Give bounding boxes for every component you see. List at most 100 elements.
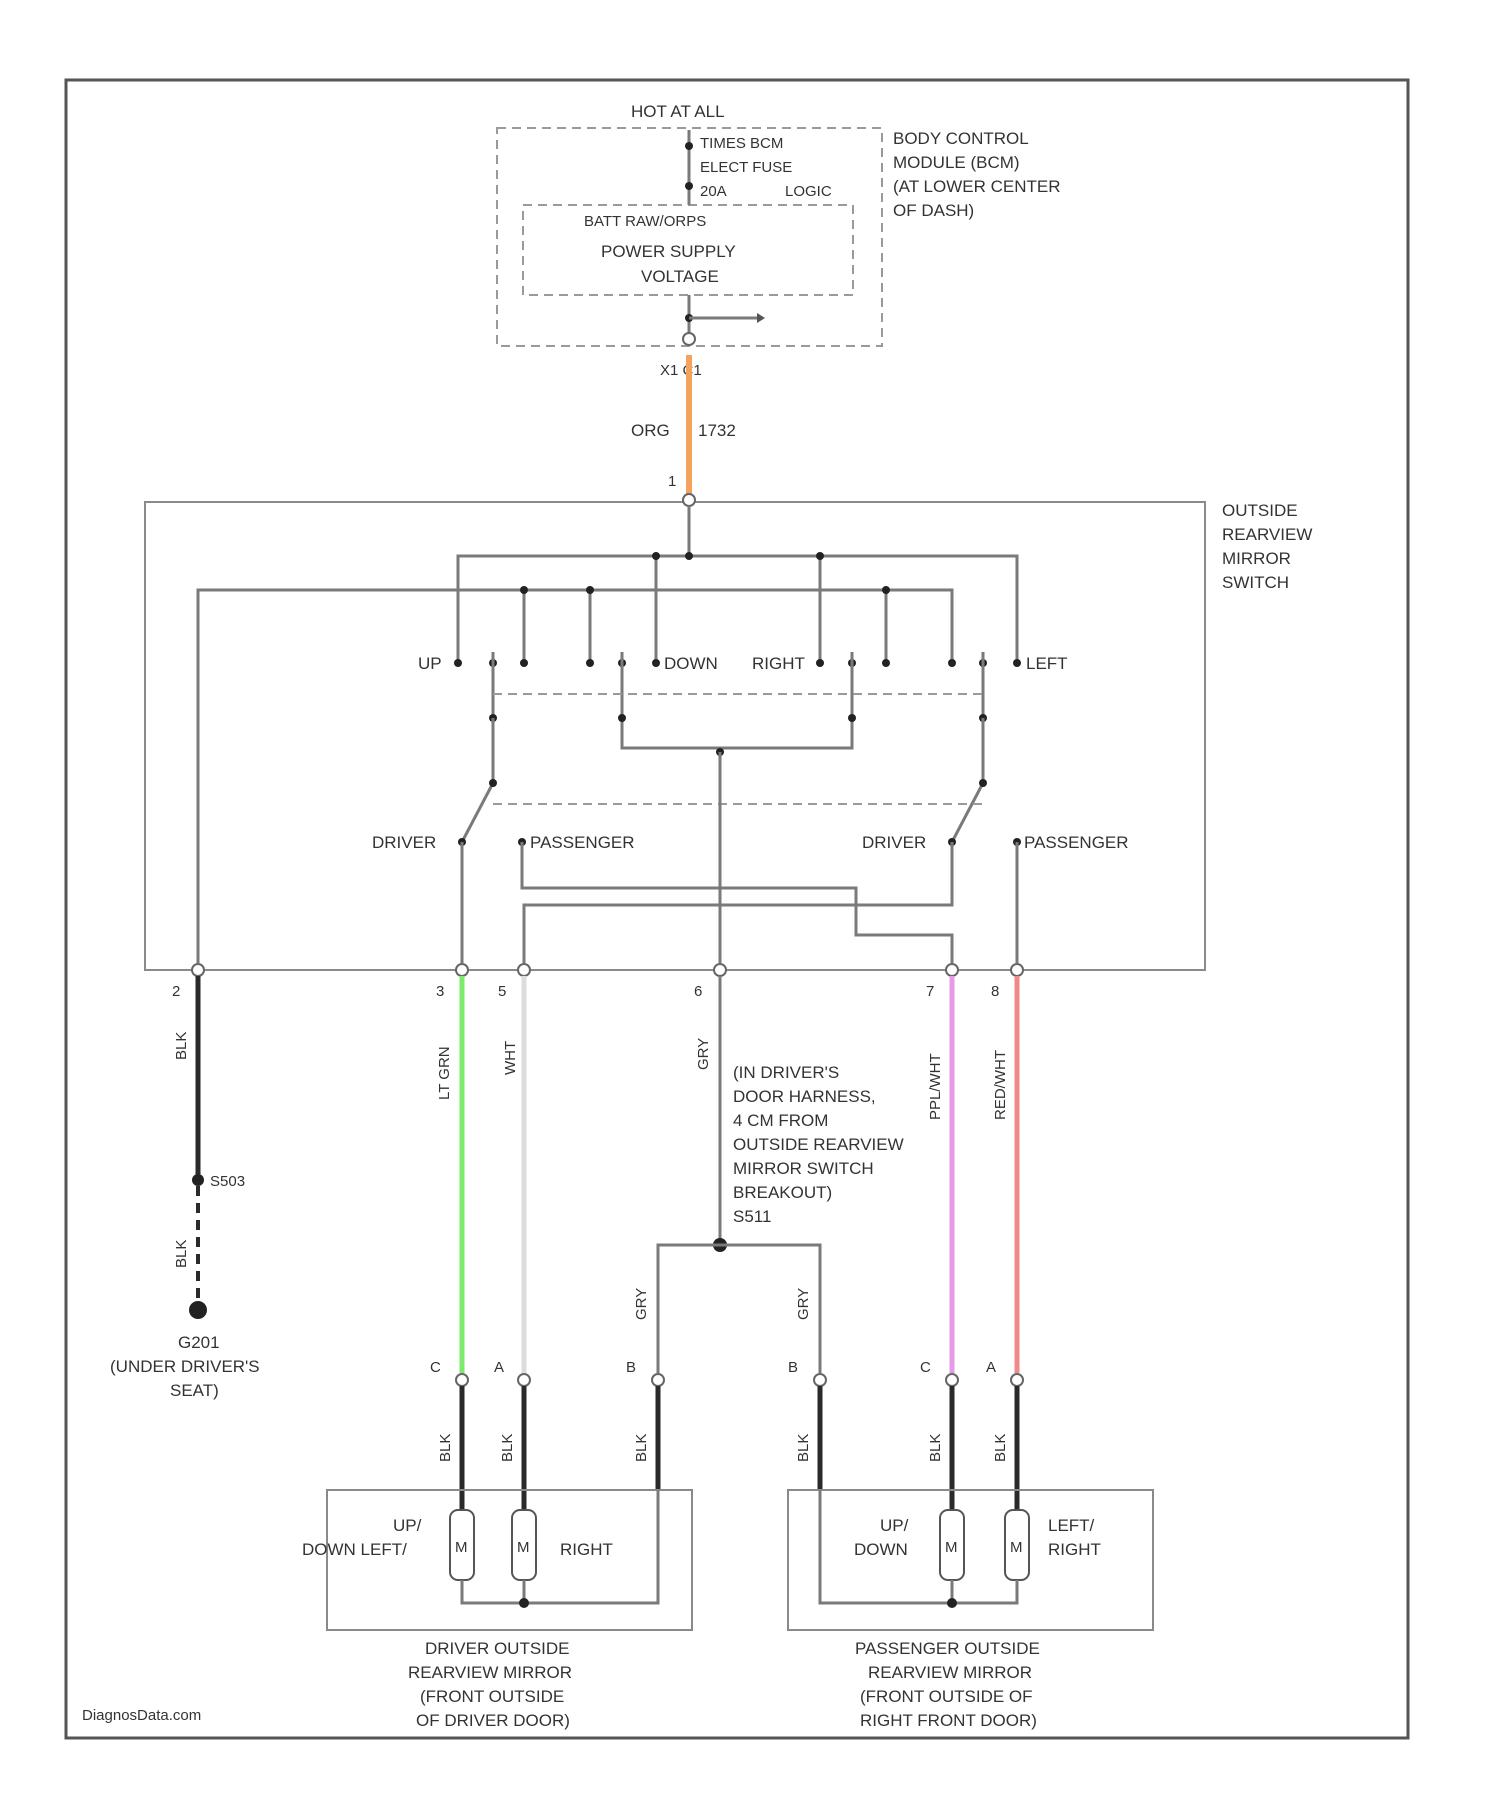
bcm-connector-pin: [683, 333, 695, 345]
ground-icon: [189, 1301, 207, 1319]
svg-text:BLK: BLK: [927, 1434, 944, 1462]
svg-text:M: M: [1010, 1539, 1023, 1556]
hot-at-all-label: HOT AT ALL: [631, 102, 725, 121]
passenger-mirror-internals: M M UP/ DOWN LEFT/ RIGHT: [820, 1490, 1101, 1608]
pin-5-label: 5: [498, 983, 506, 1000]
driver-right-label: RIGHT: [560, 1540, 613, 1559]
svg-text:SWITCH: SWITCH: [1222, 573, 1289, 592]
svg-text:OF DRIVER DOOR): OF DRIVER DOOR): [416, 1711, 570, 1730]
org-color-label: ORG: [631, 421, 670, 440]
svg-text:REARVIEW: REARVIEW: [1222, 525, 1312, 544]
svg-text:REARVIEW MIRROR: REARVIEW MIRROR: [868, 1663, 1032, 1682]
gry-branch-left-label: GRY: [633, 1288, 650, 1320]
driver-mirror-internals: M M UP/ DOWN LEFT/ RIGHT: [302, 1490, 658, 1608]
org-circuit-label: 1732: [698, 421, 736, 440]
svg-text:A: A: [986, 1359, 996, 1376]
passenger-updown-label-2: DOWN: [854, 1540, 908, 1559]
svg-text:M: M: [517, 1539, 530, 1556]
switch-label: OUTSIDE REARVIEW MIRROR SWITCH: [1222, 501, 1312, 592]
pin-2-label: 2: [172, 983, 180, 1000]
svg-text:OF DASH): OF DASH): [893, 201, 974, 220]
svg-text:S511: S511: [733, 1207, 771, 1226]
svg-text:MIRROR SWITCH: MIRROR SWITCH: [733, 1159, 874, 1178]
s503-label: S503: [210, 1173, 245, 1190]
svg-text:BLK: BLK: [795, 1434, 812, 1462]
svg-text:MIRROR: MIRROR: [1222, 549, 1291, 568]
bcm-fuse-block: HOT AT ALL TIMES BCM ELECT FUSE 20A LOGI…: [497, 102, 882, 379]
dir-left-label: LEFT: [1026, 654, 1068, 673]
mirror-blk-leads: BLK BLK BLK BLK BLK BLK: [437, 1386, 1017, 1510]
gry-branch-right-label: GRY: [795, 1288, 812, 1320]
svg-text:SEAT): SEAT): [170, 1381, 219, 1400]
passenger-leftright-label-2: RIGHT: [1048, 1540, 1101, 1559]
diagram-frame: [66, 80, 1408, 1738]
switch-internal-wiring: [198, 506, 1021, 963]
svg-text:BLK: BLK: [437, 1434, 454, 1462]
selector-passenger-left-label: PASSENGER: [530, 833, 635, 852]
svg-text:C: C: [430, 1359, 441, 1376]
svg-text:DOOR HARNESS,: DOOR HARNESS,: [733, 1087, 876, 1106]
svg-text:B: B: [626, 1359, 636, 1376]
svg-text:C: C: [920, 1359, 931, 1376]
svg-text:REARVIEW MIRROR: REARVIEW MIRROR: [408, 1663, 572, 1682]
passenger-updown-label-1: UP/: [880, 1516, 909, 1535]
ground-blk-label: BLK: [173, 1240, 190, 1268]
passenger-mirror-label: PASSENGER OUTSIDE REARVIEW MIRROR (FRONT…: [855, 1639, 1040, 1730]
passenger-leftright-label-1: LEFT/: [1048, 1516, 1095, 1535]
mirror-connector-pins: C A B B C A: [430, 1359, 1023, 1386]
switch-direction-labels: UP DOWN RIGHT LEFT DRIVER PASSENGER DRIV…: [372, 654, 1129, 852]
s511-note: (IN DRIVER'S DOOR HARNESS, 4 CM FROM OUT…: [733, 1063, 904, 1226]
s503-splice: [192, 1174, 204, 1186]
ppl-wht-wire-label: PPL/WHT: [927, 1053, 944, 1120]
wht-wire-label: WHT: [502, 1041, 519, 1075]
passenger-mirror-box: [788, 1490, 1153, 1630]
svg-text:(UNDER DRIVER'S: (UNDER DRIVER'S: [110, 1357, 260, 1376]
driver-updown-label-1: UP/: [393, 1516, 422, 1535]
selector-driver-left-label: DRIVER: [372, 833, 436, 852]
svg-text:OUTSIDE: OUTSIDE: [1222, 501, 1298, 520]
svg-text:(FRONT OUTSIDE: (FRONT OUTSIDE: [420, 1687, 564, 1706]
mirror-switch-box: [145, 502, 1205, 970]
svg-text:(AT LOWER CENTER: (AT LOWER CENTER: [893, 177, 1061, 196]
svg-text:4 CM FROM: 4 CM FROM: [733, 1111, 828, 1130]
svg-text:(FRONT OUTSIDE OF: (FRONT OUTSIDE OF: [860, 1687, 1033, 1706]
svg-text:M: M: [945, 1539, 958, 1556]
pin-8-label: 8: [991, 983, 999, 1000]
svg-text:PASSENGER OUTSIDE: PASSENGER OUTSIDE: [855, 1639, 1040, 1658]
red-wht-wire-label: RED/WHT: [992, 1050, 1009, 1120]
dir-down-label: DOWN: [664, 654, 718, 673]
fuse-line-2: ELECT FUSE: [700, 159, 792, 176]
driver-mirror-box: [327, 1490, 692, 1630]
svg-text:B: B: [788, 1359, 798, 1376]
pin-7-label: 7: [926, 983, 934, 1000]
svg-text:DRIVER OUTSIDE: DRIVER OUTSIDE: [425, 1639, 570, 1658]
pin-3-label: 3: [436, 983, 444, 1000]
svg-text:G201: G201: [178, 1333, 220, 1352]
svg-text:M: M: [455, 1539, 468, 1556]
fuse-node-top: [685, 142, 693, 150]
switch-input-pin: [683, 494, 695, 506]
selector-passenger-right-label: PASSENGER: [1024, 833, 1129, 852]
svg-text:A: A: [494, 1359, 504, 1376]
fuse-node-bottom: [685, 182, 693, 190]
dir-right-label: RIGHT: [752, 654, 805, 673]
pin-6-label: 6: [694, 983, 702, 1000]
lt-grn-wire-label: LT GRN: [436, 1046, 453, 1100]
svg-text:BODY CONTROL: BODY CONTROL: [893, 129, 1029, 148]
svg-text:BREAKOUT): BREAKOUT): [733, 1183, 832, 1202]
power-supply-label: POWER SUPPLY: [601, 242, 736, 261]
driver-updown-label-2: DOWN LEFT/: [302, 1540, 407, 1559]
fuse-line-1: TIMES BCM: [700, 135, 783, 152]
fuse-line-3: 20A: [700, 183, 727, 200]
arrow-head-icon: [757, 313, 765, 323]
svg-text:MODULE (BCM): MODULE (BCM): [893, 153, 1020, 172]
batt-label: BATT RAW/ORPS: [584, 213, 706, 230]
fuse-line-4: LOGIC: [785, 183, 832, 200]
ground-label: G201 (UNDER DRIVER'S SEAT): [110, 1333, 260, 1400]
driver-mirror-label: DRIVER OUTSIDE REARVIEW MIRROR (FRONT OU…: [408, 1639, 572, 1730]
svg-text:OUTSIDE REARVIEW: OUTSIDE REARVIEW: [733, 1135, 904, 1154]
selector-driver-right-label: DRIVER: [862, 833, 926, 852]
bcm-connector-label: X1 C1: [660, 362, 702, 379]
svg-text:(IN DRIVER'S: (IN DRIVER'S: [733, 1063, 839, 1082]
